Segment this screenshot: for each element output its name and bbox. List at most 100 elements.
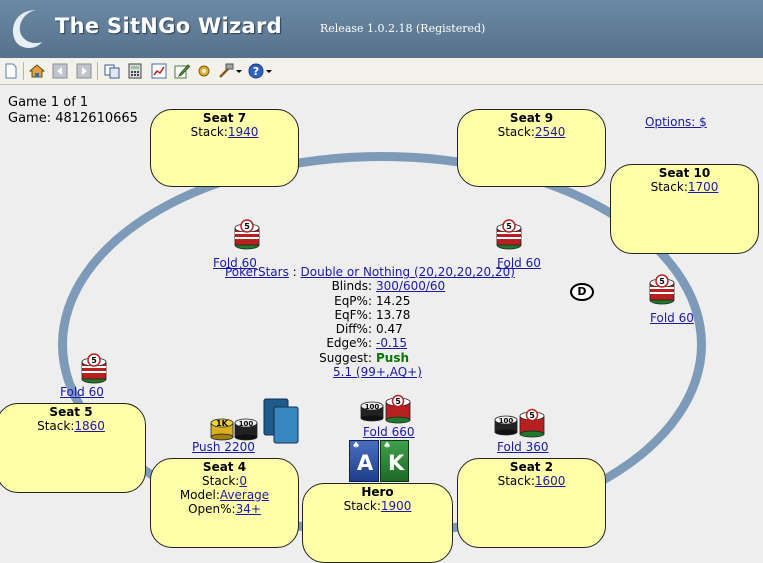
chip-stack-icon: 100 5 [494, 408, 545, 438]
open-value-link[interactable]: 34+ [235, 502, 261, 516]
settings-icon[interactable] [196, 63, 212, 79]
stack-label: Stack: [37, 419, 75, 433]
chip-label: 5 [244, 222, 250, 231]
decision-info-panel: PokerStars : Double or Nothing (20,20,20… [210, 265, 550, 379]
chip-label: 1K [216, 419, 229, 428]
tools-icon[interactable] [218, 63, 234, 79]
stack-value-link[interactable]: 1600 [534, 474, 566, 488]
chip-label: 5 [506, 222, 512, 231]
eqp-label: EqP%: [334, 293, 372, 308]
seat-9-action-link[interactable]: Fold 60 [497, 256, 541, 270]
options-link[interactable]: Options: $ [645, 115, 707, 129]
seat-10-box[interactable]: Seat 10 Stack:1700 [610, 164, 759, 254]
blinds-row: Blinds: 300/600/60 [210, 279, 550, 293]
card-rank: A [357, 451, 374, 475]
seat-name: Seat 2 [509, 460, 554, 474]
seat-2-box[interactable]: Seat 2 Stack:1600 [457, 458, 606, 548]
seat-name: Seat 7 [202, 111, 247, 125]
chevron-down-icon[interactable] [235, 63, 243, 79]
blinds-label: Blinds: [331, 279, 372, 294]
stack-label: Stack: [497, 125, 535, 139]
svg-text:?: ? [253, 65, 259, 78]
stack-value-link[interactable]: 1900 [380, 499, 412, 513]
edit-icon[interactable] [174, 63, 190, 79]
stack-value-link[interactable]: 1860 [74, 419, 105, 433]
hero-card-ace: A ♠ [349, 440, 379, 482]
seat-4-action-link[interactable]: Push 2200 [192, 440, 255, 454]
copy-icon[interactable] [104, 63, 120, 79]
stack-value-link[interactable]: 1700 [687, 180, 719, 194]
help-icon[interactable]: ? [248, 63, 264, 79]
seat-5-box[interactable]: Seat 5 Stack:1860 [0, 403, 146, 493]
dealer-button: D [570, 283, 594, 301]
stack-label: Stack: [343, 499, 381, 513]
site-link[interactable]: PokerStars [225, 265, 289, 279]
stack-value-link[interactable]: 2540 [534, 125, 566, 139]
spade-icon: ♠ [352, 441, 361, 451]
back-icon[interactable] [52, 63, 68, 79]
suggest-row: Suggest: Push [210, 351, 550, 365]
logo-swoosh-icon [12, 10, 42, 48]
forward-icon[interactable] [76, 63, 92, 79]
hero-seat-box[interactable]: Hero Stack:1900 [302, 483, 453, 563]
model-value-link[interactable]: Average [219, 488, 270, 502]
site-separator: : [288, 265, 301, 279]
seat-name: Seat 4 [202, 460, 247, 474]
edge-row: Edge%:-0.15 [210, 336, 550, 350]
calculator-icon[interactable] [127, 63, 143, 79]
seat-4-box[interactable]: Seat 4 Stack:0 Model:Average Open%:34+ [150, 458, 299, 548]
eqf-label: EqF%: [334, 307, 372, 322]
open-label: Open%: [188, 502, 236, 516]
diff-value: 0.47 [376, 322, 403, 337]
card-backs-icon [263, 398, 299, 444]
stack-label: Stack: [650, 180, 688, 194]
stack-label: Stack: [202, 474, 240, 488]
site-structure-line: PokerStars : Double or Nothing (20,20,20… [210, 265, 550, 279]
seat-7-action-link[interactable]: Fold 60 [213, 256, 257, 270]
stack-label: Stack: [190, 125, 228, 139]
eqp-row: EqP%: 14.25 [210, 294, 550, 308]
app-title: The SitNGo Wizard [55, 14, 282, 38]
stack-value-link[interactable]: 1940 [227, 125, 259, 139]
hero-action-link[interactable]: Fold 660 [363, 425, 415, 439]
game-info: Game 1 of 1 Game: 4812610665 [8, 95, 138, 127]
eqf-row: EqF%:13.78 [210, 308, 550, 322]
seat-7-box[interactable]: Seat 7 Stack:1940 [150, 109, 299, 187]
chevron-down-icon[interactable] [265, 63, 273, 79]
chart-icon[interactable] [151, 63, 167, 79]
seat-10-action-link[interactable]: Fold 60 [650, 311, 694, 325]
home-icon[interactable] [29, 63, 45, 79]
chip-stack-icon: 5 [234, 219, 260, 250]
diff-row: Diff%:0.47 [210, 322, 550, 336]
seat-name: Seat 9 [509, 111, 554, 125]
eqp-value: 14.25 [376, 293, 411, 308]
suggest-value: Push [376, 350, 410, 365]
chip-label: 100 [239, 420, 254, 428]
blinds-link[interactable]: 300/600/60 [376, 279, 446, 294]
chip-label: 5 [91, 356, 97, 365]
structure-link[interactable]: Double or Nothing (20,20,20,20,20) [300, 265, 515, 279]
stack-value-link[interactable]: 0 [239, 474, 247, 488]
toolbar-separator [97, 62, 98, 80]
seat-name: Hero [361, 485, 394, 499]
app-header: The SitNGo Wizard Release 1.0.2.18 (Regi… [0, 0, 763, 58]
chip-stack-icon: 5 [496, 219, 522, 250]
toolbar: ? [0, 58, 763, 85]
seat-5-action-link[interactable]: Fold 60 [60, 385, 104, 399]
hero-card-king: K ♠ [380, 440, 409, 482]
spade-icon: ♠ [383, 441, 392, 451]
chip-label: 5 [529, 411, 535, 420]
suggest-label: Suggest: [319, 350, 372, 365]
seat-9-box[interactable]: Seat 9 Stack:2540 [457, 109, 606, 187]
range-link[interactable]: 5.1 (99+,AQ+) [333, 365, 422, 380]
chip-label: 5 [659, 277, 665, 286]
chip-stack-icon: 5 [649, 274, 675, 305]
toolbar-separator [23, 62, 24, 80]
seat-name: Seat 5 [49, 405, 93, 419]
stack-label: Stack: [497, 474, 535, 488]
chip-label: 100 [365, 403, 380, 411]
range-row: 5.1 (99+,AQ+) [210, 365, 550, 379]
seat-2-action-link[interactable]: Fold 360 [497, 440, 549, 454]
new-icon[interactable] [3, 63, 19, 79]
edge-link[interactable]: -0.15 [376, 336, 408, 351]
